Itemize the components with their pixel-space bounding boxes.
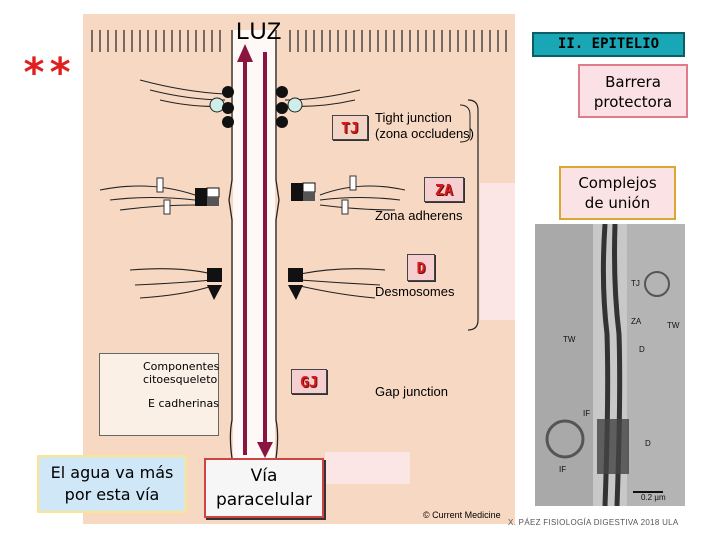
- section-title: II. EPITELIO: [532, 32, 685, 57]
- em-label-d-lower: D: [645, 439, 651, 448]
- barrier-line1: Barrera: [605, 73, 661, 91]
- paracellular-arrows: [237, 44, 273, 458]
- paracellular-note: Vía paracelular: [204, 458, 324, 518]
- water-line1: El agua va más: [50, 463, 174, 482]
- gj-code: GJ: [291, 369, 327, 394]
- footer-credit: X. PÁEZ FISIOLOGÍA DIGESTIVA 2018 ULA: [508, 518, 679, 527]
- emphasis-stars: **: [22, 50, 75, 96]
- legend-line1: Componentes: [143, 360, 220, 373]
- legend-line2: citoesqueleto: [143, 373, 218, 386]
- paracellular-space: [233, 30, 275, 470]
- paracellular-line2: paracelular: [215, 490, 313, 510]
- bracket: [467, 99, 479, 331]
- em-label-tj: TJ: [631, 279, 640, 288]
- microvilli: [91, 30, 507, 52]
- water-note: El agua va más por esta vía: [37, 455, 187, 513]
- highlight-strip: [480, 183, 515, 320]
- za-code: ZA: [424, 177, 464, 202]
- adherens-plaques: [195, 182, 316, 206]
- em-label-tw-right: TW: [667, 321, 680, 330]
- em-label-tw-left: TW: [563, 335, 576, 344]
- paracellular-line1: Vía: [250, 466, 278, 486]
- zona-adherens-label: Zona adherens: [375, 208, 463, 223]
- zona-occludens-label: (zona occludens): [375, 126, 474, 141]
- complex-line2: de unión: [584, 194, 651, 212]
- gap-junction-label: Gap junction: [375, 384, 448, 399]
- water-line2: por esta vía: [64, 485, 160, 504]
- legend-cytoskeleton: Componentes citoesqueleto: [143, 360, 223, 386]
- bracket-small: [459, 104, 471, 143]
- desmosome-plaques: [207, 268, 303, 300]
- em-label-if-lower: IF: [559, 465, 566, 474]
- tight-junction-proteins: [209, 86, 303, 128]
- barrier-line2: protectora: [593, 93, 673, 111]
- em-scale-label: 0.2 µm: [641, 493, 666, 502]
- copyright: © Current Medicine: [423, 510, 501, 520]
- em-label-if-upper: IF: [583, 409, 590, 418]
- junction-complex-callout: Complejos de unión: [559, 166, 676, 220]
- tight-junction-label: Tight junction: [375, 110, 452, 125]
- lumen-label: LUZ: [236, 18, 282, 45]
- desmosomes-label: Desmosomes: [375, 284, 455, 299]
- legend: [99, 353, 219, 436]
- cadherin-strands: [156, 175, 357, 215]
- highlight-patch: [325, 452, 410, 484]
- d-code: D: [407, 254, 435, 281]
- tj-code: TJ: [332, 115, 368, 140]
- legend-cadherins: E cadherinas: [148, 397, 219, 410]
- barrier-callout: Barrera protectora: [578, 64, 688, 118]
- complex-line1: Complejos: [578, 174, 657, 192]
- em-label-d-upper: D: [639, 345, 645, 354]
- em-label-za: ZA: [631, 317, 642, 326]
- electron-micrograph: TJ ZA TW TW D IF D IF 0.2 µm: [535, 224, 685, 506]
